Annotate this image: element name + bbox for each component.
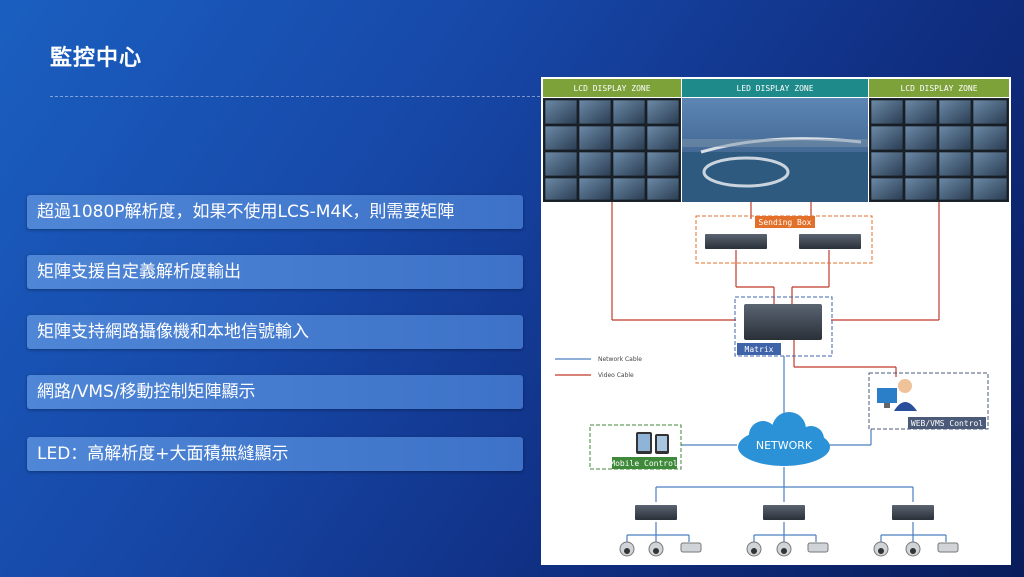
title-divider bbox=[50, 96, 540, 97]
mobile-tag bbox=[612, 457, 677, 469]
web-vms-label: WEB/VMS Control bbox=[911, 419, 983, 428]
mobile-devices-icon bbox=[636, 432, 669, 454]
bullet-item: 矩陣支援自定義解析度輸出 bbox=[27, 255, 523, 289]
system-diagram: LCD DISPLAY ZONE LED DISPLAY ZONE LCD DI… bbox=[541, 77, 1011, 565]
bullet-item: 矩陣支持網路攝像機和本地信號輸入 bbox=[27, 315, 523, 349]
operator-icon bbox=[877, 379, 917, 411]
slide-title: 監控中心 bbox=[50, 46, 143, 71]
lcd-zone-left-label: LCD DISPLAY ZONE bbox=[573, 84, 650, 93]
lcd-video-wall-left bbox=[543, 98, 681, 202]
bullet-item: 超過1080P解析度，如果不使用LCS-M4K，則需要矩陣 bbox=[27, 195, 523, 229]
matrix-tag bbox=[737, 343, 781, 355]
camera-group bbox=[619, 541, 959, 557]
encoder-device bbox=[763, 505, 805, 520]
led-zone-label: LED DISPLAY ZONE bbox=[736, 84, 813, 93]
bullet-item: LED：高解析度+大面積無縫顯示 bbox=[27, 437, 523, 471]
network-cloud bbox=[738, 412, 830, 466]
web-vms-tag bbox=[908, 417, 986, 429]
lcd-zone-left-header bbox=[543, 79, 681, 97]
matrix-label: Matrix bbox=[745, 345, 774, 354]
led-zone-header bbox=[682, 79, 868, 97]
network-cables bbox=[626, 356, 947, 542]
network-label: NETWORK bbox=[756, 439, 813, 452]
bullet-item: 網路/VMS/移動控制矩陣顯示 bbox=[27, 375, 523, 409]
lcd-video-wall-right bbox=[869, 98, 1009, 202]
matrix-device bbox=[744, 304, 822, 340]
sending-box-label: Sending Box bbox=[759, 218, 812, 227]
mobile-label: Mobile Control bbox=[610, 459, 678, 468]
lcd-zone-right-header bbox=[869, 79, 1009, 97]
encoder-device bbox=[892, 505, 934, 520]
legend-network-label: Network Cable bbox=[598, 356, 642, 363]
led-video-wall bbox=[682, 98, 868, 202]
sending-box-tag bbox=[755, 216, 815, 228]
sending-box-device bbox=[799, 234, 861, 249]
legend-video-label: Video Cable bbox=[598, 372, 634, 379]
lcd-zone-right-label: LCD DISPLAY ZONE bbox=[900, 84, 977, 93]
sending-box-device bbox=[705, 234, 767, 249]
encoder-device bbox=[635, 505, 677, 520]
